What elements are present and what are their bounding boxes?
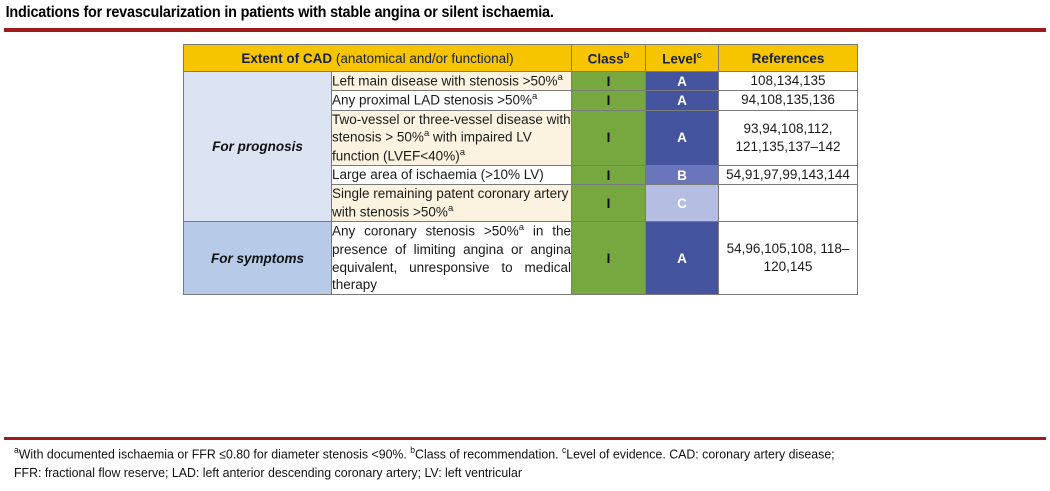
footnote-marker-a: a <box>557 72 563 83</box>
header-level: Levelc <box>645 44 720 72</box>
description-text: Single remaining patent coronary artery … <box>332 186 569 220</box>
footnote-marker-a: a <box>531 91 538 103</box>
table-row: Single remaining patent coronary artery … <box>184 184 859 223</box>
level-cell: A <box>645 90 720 111</box>
footnote-text-3: Level of evidence. CAD: coronary artery … <box>566 446 835 462</box>
header-extent-of-cad: Extent of CAD (anatomical and/or functio… <box>182 44 573 72</box>
top-divider-rule <box>4 28 1046 32</box>
header-extent-bold: Extent of CAD <box>241 50 333 66</box>
footnote-marker-b: b <box>410 445 416 455</box>
page-title: Indications for revascularization in pat… <box>5 4 554 21</box>
footnote-marker-a: a <box>447 203 454 215</box>
header-level-footnote-marker: c <box>696 49 702 61</box>
level-cell: A <box>645 221 720 296</box>
header-class: Classb <box>571 44 647 72</box>
group-cell-for-symptoms: For symptoms <box>183 221 332 296</box>
footnote-marker-a: a <box>423 128 430 140</box>
group-cell-for-prognosis: For prognosis <box>183 70 332 223</box>
references-cell <box>718 184 859 223</box>
class-cell: I <box>571 165 647 186</box>
table-row: Large area of ischaemia (>10% LV) I B 54… <box>184 165 859 186</box>
header-level-label: Level <box>662 51 697 67</box>
footnote-block: aWith documented ischaemia or FFR ≤0.80 … <box>14 444 989 483</box>
level-cell: B <box>645 165 720 186</box>
description-text: Left main disease with stenosis >50% <box>332 73 558 89</box>
references-cell: 54,96,105,108, 118–120,145 <box>718 221 859 296</box>
class-cell: I <box>571 109 647 167</box>
description-cell: Large area of ischaemia (>10% LV) <box>330 165 573 186</box>
references-cell: 54,91,97,99,143,144 <box>718 165 859 186</box>
description-text-cont: in the presence of limiting angina or an… <box>332 223 572 293</box>
table-row: For symptoms Any coronary stenosis >50%a… <box>183 221 859 296</box>
level-cell: A <box>645 70 720 92</box>
level-cell: C <box>645 184 720 223</box>
description-text-cont: with impaired LV function (LVEF<40%) <box>332 129 532 164</box>
description-text: Large area of ischaemia (>10% LV) <box>332 167 544 183</box>
footnote-line-2: FFR: fractional flow reserve; LAD: left … <box>14 465 522 481</box>
level-cell: A <box>645 109 720 167</box>
references-cell: 93,94,108,112, 121,135,137–142 <box>718 109 859 167</box>
description-text: Any coronary stenosis >50% <box>332 223 519 239</box>
footnote-text-2: Class of recommendation. <box>415 446 562 462</box>
description-cell: Two-vessel or three-vessel disease with … <box>330 109 573 167</box>
page-title-bar: Indications for revascularization in pat… <box>0 0 1050 26</box>
class-cell: I <box>571 90 647 111</box>
header-class-footnote-marker: b <box>623 49 630 61</box>
references-cell: 94,108,135,136 <box>718 90 859 111</box>
description-text: Two-vessel or three-vessel disease with … <box>332 111 571 145</box>
description-text: Any proximal LAD stenosis >50% <box>332 92 532 108</box>
footnote-marker-a: a <box>14 445 19 455</box>
description-cell: Single remaining patent coronary artery … <box>330 184 573 223</box>
description-cell: Any coronary stenosis >50%a in the prese… <box>330 221 573 296</box>
table-row: Any proximal LAD stenosis >50%a I A 94,1… <box>184 90 859 111</box>
description-cell: Left main disease with stenosis >50%a <box>330 70 573 92</box>
class-cell: I <box>571 221 647 296</box>
footnote-marker-a-2: a <box>459 146 465 158</box>
footnote-marker-c: c <box>561 445 567 455</box>
footnote-marker-a: a <box>518 222 525 234</box>
class-cell: I <box>571 184 647 223</box>
table-header-row: Extent of CAD (anatomical and/or functio… <box>182 44 859 72</box>
header-class-label: Class <box>587 51 624 67</box>
table-row: For prognosis Left main disease with ste… <box>183 70 859 223</box>
footnote-line-1: aWith documented ischaemia or FFR ≤0.80 … <box>14 444 989 464</box>
indications-table: Extent of CAD (anatomical and/or functio… <box>182 44 859 296</box>
header-references: References <box>718 44 859 72</box>
table-row: Two-vessel or three-vessel disease with … <box>184 109 859 167</box>
header-extent-light: (anatomical and/or functional) <box>332 50 514 66</box>
table-body: For prognosis Left main disease with ste… <box>183 70 859 296</box>
class-cell: I <box>571 70 647 92</box>
bottom-divider-rule <box>4 437 1046 440</box>
indications-table-wrapper: Extent of CAD (anatomical and/or functio… <box>182 44 859 296</box>
description-cell: Any proximal LAD stenosis >50%a <box>330 90 573 111</box>
references-cell: 108,134,135 <box>718 70 859 92</box>
footnote-text-1: With documented ischaemia or FFR ≤0.80 f… <box>18 446 411 462</box>
